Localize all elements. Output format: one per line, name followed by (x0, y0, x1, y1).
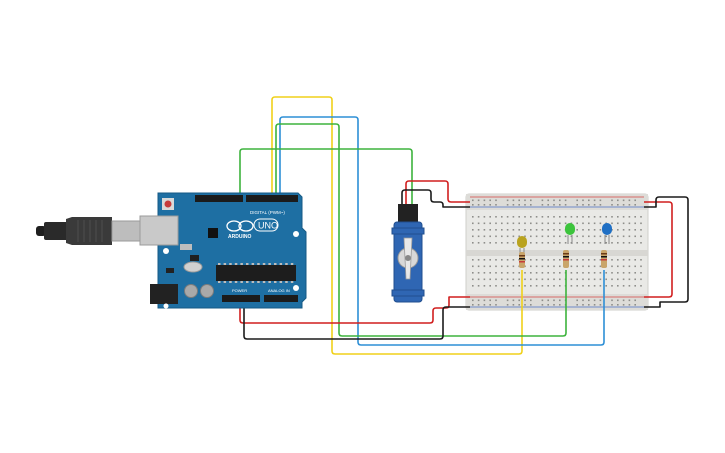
atmega-chip (216, 265, 296, 281)
usb-cable[interactable] (36, 217, 143, 245)
arduino-uno-board[interactable]: DIGITAL (PWM~) POWER ANALOG IN ARDUINO U… (139, 192, 307, 309)
arduino-brand: ARDUINO (228, 234, 251, 240)
analog-header-label: ANALOG IN (268, 288, 290, 293)
wire-black-gnd (243, 303, 470, 340)
led-blue[interactable] (602, 223, 612, 244)
wire-black-servo (401, 189, 470, 208)
resistor-blue (601, 250, 607, 268)
resistor-yellow (519, 252, 525, 268)
micro-servo[interactable] (391, 204, 425, 303)
breadboard-holes (472, 199, 642, 306)
breadboard[interactable] (465, 193, 649, 311)
wire-red-rail-jumper (644, 201, 673, 298)
wire-blue (279, 116, 605, 346)
wire-black-rail-jumper (644, 196, 689, 308)
wire-green-servo (239, 148, 413, 205)
wire-red-servo (405, 180, 470, 205)
resistor-green (563, 250, 569, 268)
capacitor-1 (184, 284, 198, 298)
digital-header-label: DIGITAL (PWM~) (250, 210, 285, 215)
crystal (183, 261, 203, 273)
arduino-model: UNO (258, 221, 278, 231)
arduino-logo-icon (226, 220, 254, 232)
digital-header-left (195, 195, 243, 202)
center-channel (466, 250, 648, 256)
wire-yellow (271, 96, 523, 355)
servo-connector (398, 204, 418, 222)
power-header-label: POWER (232, 288, 247, 293)
top-power-rail (466, 194, 648, 210)
digital-header-right (246, 195, 298, 202)
usb-chip (208, 228, 218, 238)
led-green[interactable] (565, 223, 575, 244)
power-jack (150, 284, 178, 304)
wire-green (275, 123, 567, 337)
wires (239, 96, 689, 355)
usb-jack (139, 215, 179, 246)
capacitor-2 (200, 284, 214, 298)
analog-header (264, 295, 298, 302)
power-header (222, 295, 260, 302)
bottom-power-rail (466, 294, 648, 310)
